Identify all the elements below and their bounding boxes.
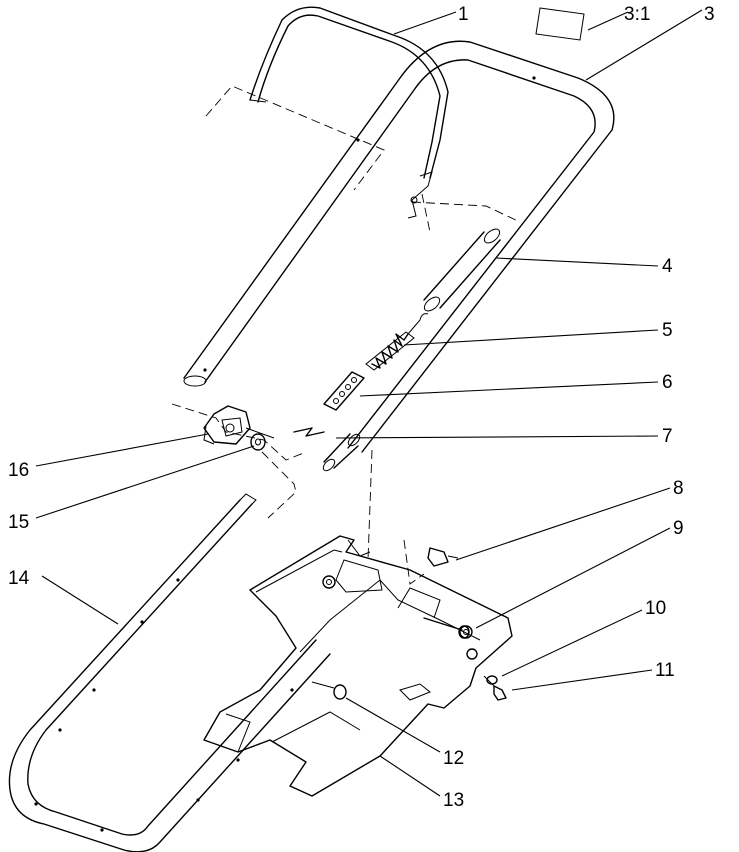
callout-6: 6 [662,372,673,393]
callout-3: 3 [704,4,715,25]
adjusting-plate-part [323,371,365,411]
callout-7: 7 [662,426,673,447]
bushing-part [311,681,347,700]
callout-labels: 1 3:1 3 4 5 6 7 8 9 10 11 12 13 14 15 16 [8,4,715,811]
callout-5: 5 [662,320,673,341]
callout-11: 11 [655,660,675,681]
callout-9: 9 [673,518,684,539]
deck-bracket-part [203,535,513,797]
post-part [322,433,361,472]
callout-13: 13 [443,790,464,811]
clip-part [293,427,325,437]
washer-part [250,433,266,451]
upper-handle-part [183,40,615,453]
lower-handle-part [8,493,331,852]
bolt-part [427,547,459,567]
bail-bar-part [249,6,449,219]
assembly-lines [171,85,521,585]
screw-part [483,675,507,701]
spring-part [365,313,429,371]
callout-1: 1 [458,4,469,25]
tube-part [423,228,501,312]
callout-15: 15 [8,512,29,533]
callout-10: 10 [645,598,666,619]
leader-lines [35,9,703,797]
cable-control-part [203,405,275,445]
callout-8: 8 [673,478,684,499]
callout-3-1: 3:1 [624,4,650,25]
callout-12: 12 [443,748,464,769]
callout-14: 14 [8,568,30,589]
decal-part [535,7,585,41]
callout-4: 4 [662,256,673,277]
callout-16: 16 [8,460,29,481]
pin-part [423,617,470,639]
